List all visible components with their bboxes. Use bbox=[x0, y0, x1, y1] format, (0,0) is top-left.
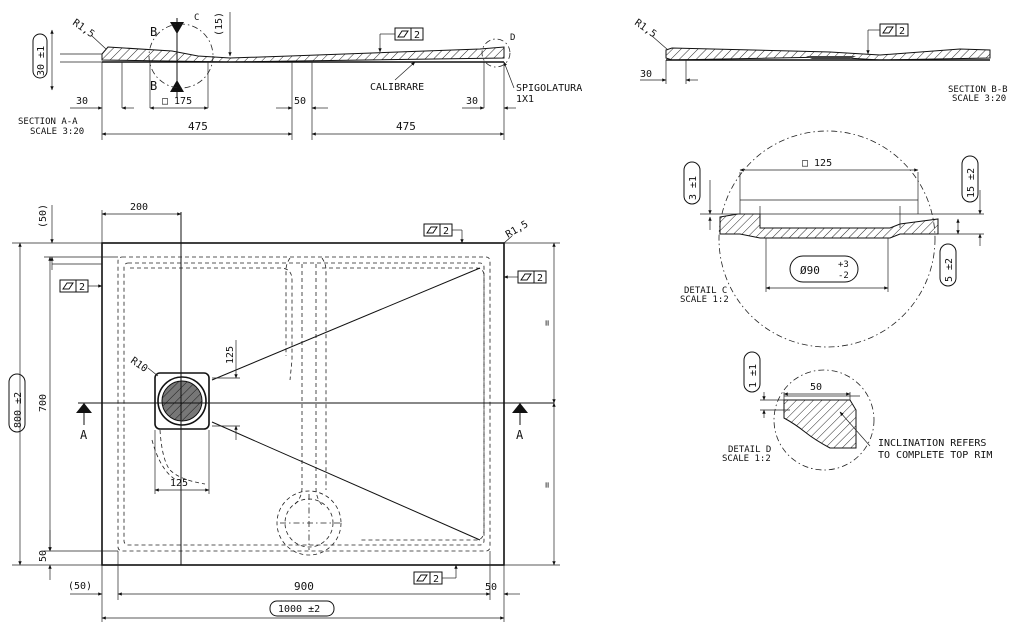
plan-flatness-bottom-value: 2 bbox=[433, 574, 439, 585]
section-aa-scale: SCALE 3:20 bbox=[30, 127, 84, 137]
plan-flatness-top: 2 bbox=[423, 223, 464, 244]
section-bb-scale: SCALE 3:20 bbox=[952, 94, 1006, 104]
section-aa-profile bbox=[60, 46, 505, 63]
detail-c-dim-15: 15 ±2 bbox=[966, 168, 977, 198]
section-aa-label-b-bottom: B bbox=[150, 79, 157, 93]
section-aa-detail-d: D SPIGOLATURA 1X1 bbox=[481, 33, 582, 105]
plan-dim-125-horizontal: 125 bbox=[154, 430, 210, 494]
section-aa-dims-row2: 475 475 bbox=[101, 120, 505, 136]
plan-flatness-left-value: 2 bbox=[79, 282, 85, 293]
section-aa-cut-b: B B C bbox=[148, 13, 214, 98]
plan-dim-50-top: (50) bbox=[38, 204, 54, 270]
section-aa-thickness-text: 30 ±1 bbox=[36, 46, 47, 76]
plan-label-a-right: A bbox=[516, 428, 524, 442]
section-aa-label-b-top: B bbox=[150, 25, 157, 39]
detail-c-tol-minus: -2 bbox=[838, 271, 849, 281]
plan-flatness-right-value: 2 bbox=[537, 273, 543, 284]
section-aa-dim-50: 50 bbox=[294, 96, 306, 107]
plan-rim-radius: R1,5 bbox=[504, 219, 530, 241]
plan-dim-left: 800 ±2 700 50 bbox=[8, 242, 118, 580]
detail-d-note-line1: INCLINATION REFERS bbox=[878, 438, 986, 449]
detail-c-dim-125: □ 125 bbox=[802, 158, 832, 169]
plan-view: R10 A A 125 125 bbox=[8, 202, 560, 622]
section-aa-flatness: 2 bbox=[378, 27, 424, 53]
plan-outline bbox=[101, 242, 505, 566]
section-aa-dim-30-right: 30 bbox=[466, 96, 478, 107]
section-aa-dim-30-left: 30 bbox=[76, 96, 88, 107]
section-aa-thickness-dim: 30 ±1 bbox=[32, 29, 54, 91]
section-aa: 30 ±1 R1,5 B B C (15) 2 bbox=[18, 12, 582, 140]
detail-c-diameter: Ø90 bbox=[800, 264, 820, 277]
detail-c: □ 125 3 ±1 15 ±2 5 ±2 Ø90 +3 -2 DETAIL C… bbox=[680, 130, 984, 348]
plan-flatness-bottom: 2 bbox=[413, 564, 458, 585]
section-aa-spigolatura: SPIGOLATURA bbox=[516, 83, 582, 94]
detail-d-note-line2: TO COMPLETE TOP RIM bbox=[878, 450, 992, 461]
section-aa-spigolatura-size: 1X1 bbox=[516, 94, 534, 105]
section-bb-title: SECTION B-B bbox=[948, 85, 1008, 95]
plan-flatness-right: 2 bbox=[503, 270, 547, 284]
plan-dim-900: 900 bbox=[294, 580, 314, 593]
plan-dim-50-top-text: (50) bbox=[38, 204, 49, 228]
section-bb-flatness: 2 bbox=[866, 23, 909, 55]
section-aa-calibrare-text: CALIBRARE bbox=[370, 82, 424, 93]
plan-dim-bottom: (50) 900 50 1000 ±2 bbox=[68, 551, 520, 622]
detail-d-dim-1: 1 ±1 bbox=[748, 364, 759, 388]
plan-dim-125-h-text: 125 bbox=[170, 478, 188, 489]
section-bb-rim-radius: R1,5 bbox=[632, 17, 658, 40]
detail-c-dim-3: 3 ±1 bbox=[688, 176, 699, 200]
plan-drain bbox=[154, 372, 210, 430]
section-aa-dim-175: □ 175 bbox=[162, 96, 192, 107]
section-aa-dims-row1: 30 □ 175 50 30 bbox=[70, 96, 516, 110]
plan-flatness-top-value: 2 bbox=[443, 226, 449, 237]
plan-flatness-left: 2 bbox=[52, 263, 103, 293]
section-aa-label-d: D bbox=[510, 33, 515, 43]
section-aa-height-dim: (15) bbox=[214, 12, 232, 57]
plan-dim-50-right: 50 bbox=[485, 582, 497, 593]
plan-equal-upper: = bbox=[542, 320, 553, 326]
section-aa-dim-475-left: 475 bbox=[188, 120, 208, 133]
plan-equal-lower: = bbox=[542, 482, 553, 488]
section-aa-calibrare: CALIBRARE bbox=[370, 61, 424, 93]
plan-label-a-left: A bbox=[80, 428, 88, 442]
section-aa-flatness-value: 2 bbox=[414, 30, 420, 41]
plan-cut-a: A A bbox=[76, 403, 528, 442]
plan-dim-125-vertical: 125 bbox=[212, 340, 240, 440]
plan-radius-drain: R10 bbox=[128, 355, 149, 374]
section-bb-dim-30: 30 bbox=[640, 69, 652, 80]
section-bb: R1,5 2 30 SECTION B-B SCALE 3:20 bbox=[632, 17, 1007, 104]
plan-dim-50-bottom-left: 50 bbox=[38, 550, 49, 562]
detail-d-dim-50: 50 bbox=[810, 382, 822, 393]
detail-d-title: DETAIL D bbox=[728, 445, 771, 455]
plan-dim-right: = = bbox=[504, 242, 560, 566]
plan-overall-width: 1000 ±2 bbox=[278, 604, 320, 615]
plan-dim-200: 200 bbox=[101, 202, 182, 243]
detail-c-title: DETAIL C bbox=[684, 286, 727, 296]
section-aa-extension-lines bbox=[101, 62, 505, 140]
section-bb-flatness-value: 2 bbox=[899, 26, 905, 37]
plan-dim-125-v-text: 125 bbox=[225, 346, 236, 364]
detail-d: 50 1 ±1 INCLINATION REFERS TO COMPLETE T… bbox=[722, 351, 992, 471]
detail-c-dim-5: 5 ±2 bbox=[944, 258, 955, 282]
plan-inner-height: 700 bbox=[38, 394, 49, 412]
section-aa-dim-475-right: 475 bbox=[396, 120, 416, 133]
section-aa-title: SECTION A-A bbox=[18, 117, 78, 127]
plan-overall-height: 800 ±2 bbox=[13, 392, 24, 428]
detail-c-scale: SCALE 1:2 bbox=[680, 295, 729, 305]
detail-d-scale: SCALE 1:2 bbox=[722, 454, 771, 464]
section-aa-label-c: C bbox=[194, 13, 199, 23]
plan-dim-200-text: 200 bbox=[130, 202, 148, 213]
section-aa-height-text: (15) bbox=[214, 12, 225, 36]
plan-dim-50-left: (50) bbox=[68, 581, 92, 592]
detail-c-tol-plus: +3 bbox=[838, 260, 849, 270]
